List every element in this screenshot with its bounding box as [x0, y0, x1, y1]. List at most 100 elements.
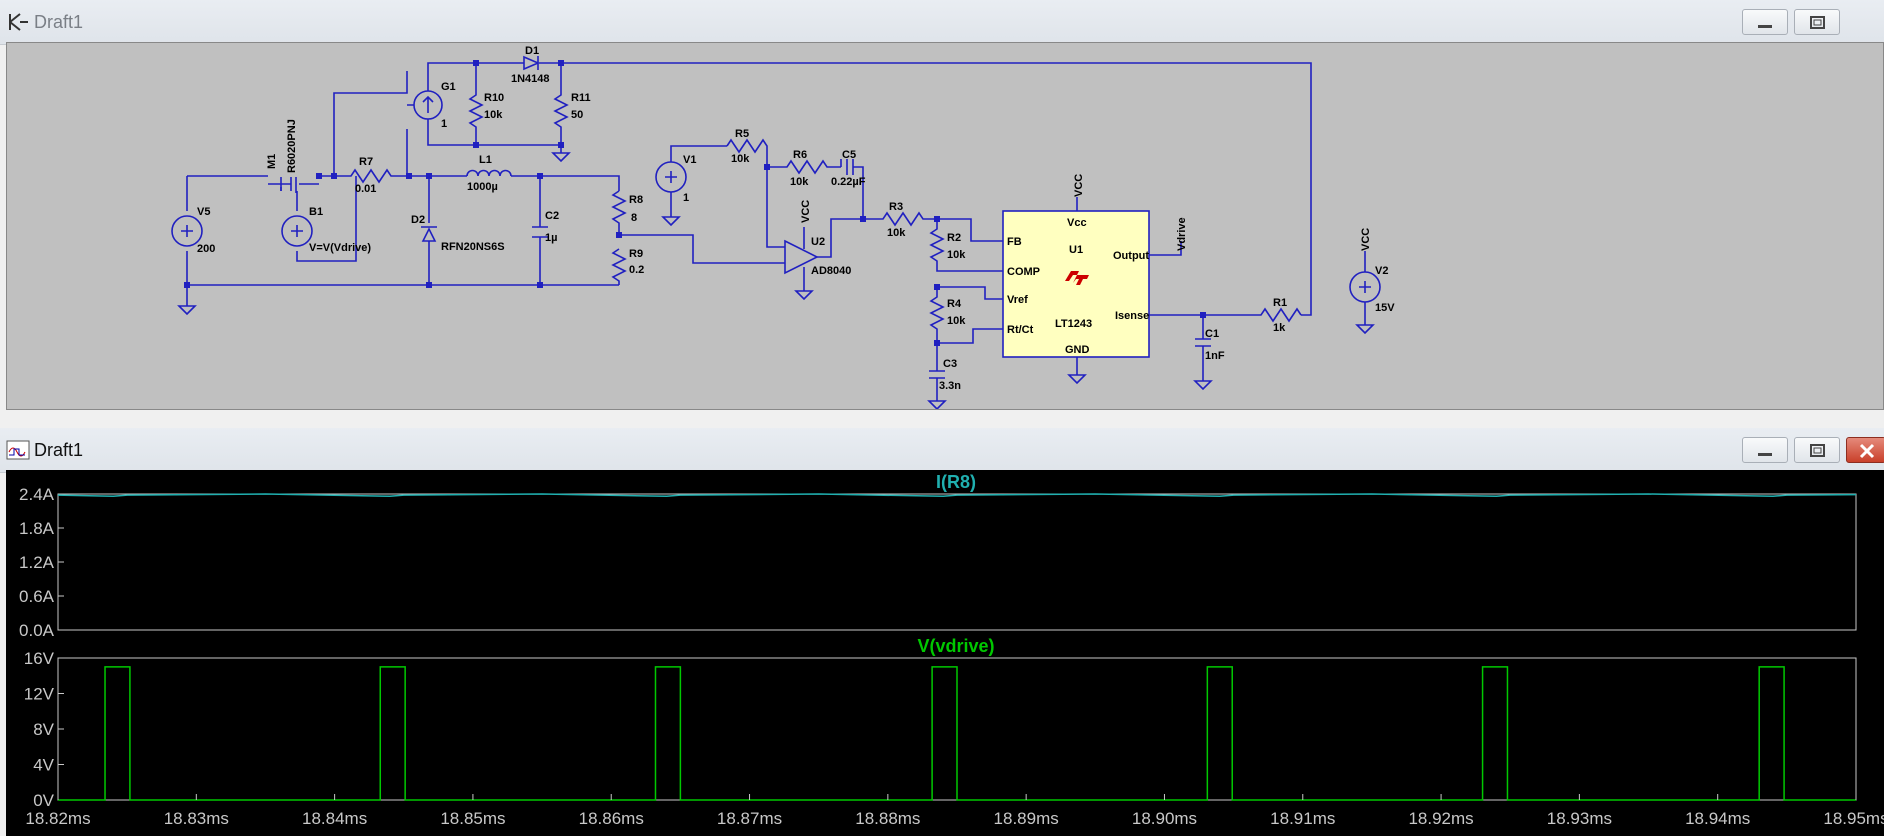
- x-tick-label: 18.86ms: [579, 809, 644, 828]
- r4-value: 10k: [947, 315, 966, 327]
- r3-name: R3: [889, 201, 903, 213]
- v1-name: V1: [683, 154, 696, 166]
- r8-name: R8: [629, 194, 643, 206]
- v1-value: 1: [683, 192, 689, 204]
- m1-value: R6020PNJ: [286, 119, 298, 173]
- series-line-v-vdrive: [58, 666, 1856, 801]
- waveform-titlebar[interactable]: Draft1: [0, 428, 1884, 473]
- u1-vcc-net: VCC: [1073, 174, 1085, 197]
- d1-name: D1: [525, 45, 539, 57]
- c3-value: 3.3n: [939, 380, 961, 392]
- schematic-titlebar[interactable]: Draft1: [0, 0, 1884, 45]
- r9-value: 0.2: [629, 264, 644, 276]
- x-tick-label: 18.92ms: [1408, 809, 1473, 828]
- c3-name: C3: [943, 358, 957, 370]
- y-tick-label: 0.6A: [19, 587, 55, 606]
- y-tick-label: 0.0A: [19, 621, 55, 640]
- x-tick-label: 18.90ms: [1132, 809, 1197, 828]
- schematic-window-title: Draft1: [34, 12, 84, 32]
- r6-value: 10k: [790, 176, 809, 188]
- r2-name: R2: [947, 232, 961, 244]
- u1-output-pin: Output: [1113, 250, 1149, 262]
- b1-name: B1: [309, 206, 323, 218]
- m1-name: M1: [266, 154, 278, 169]
- l1-value: 1000µ: [467, 181, 498, 193]
- r10-value: 10k: [484, 109, 503, 121]
- x-tick-label: 18.91ms: [1270, 809, 1335, 828]
- c1-name: C1: [1205, 328, 1219, 340]
- x-tick-label: 18.95ms: [1823, 809, 1884, 828]
- r5-value: 10k: [731, 153, 750, 165]
- plot-pane-frame: [57, 493, 1857, 631]
- x-tick-label: 18.87ms: [717, 809, 782, 828]
- r6-name: R6: [793, 149, 807, 161]
- r2-value: 10k: [947, 249, 966, 261]
- c2-name: C2: [545, 210, 559, 222]
- x-tick-label: 18.83ms: [164, 809, 229, 828]
- schematic-canvas[interactable]: V5 200 M1 R6020PNJ B1 V=V(Vdrive) R7 0.0…: [6, 42, 1884, 410]
- g1-name: G1: [441, 81, 456, 93]
- y-tick-label: 16V: [24, 649, 55, 668]
- x-tick-label: 18.89ms: [994, 809, 1059, 828]
- d2-name: D2: [411, 214, 425, 226]
- close-icon: [1859, 443, 1875, 459]
- lt-logo-icon: [1065, 271, 1089, 285]
- r8-value: 8: [631, 212, 637, 224]
- r4-name: R4: [947, 298, 962, 310]
- vdrive-net-label: Vdrive: [1176, 217, 1188, 251]
- u1-fb-pin: FB: [1007, 236, 1022, 248]
- v2-name: V2: [1375, 265, 1388, 277]
- r3-value: 10k: [887, 227, 906, 239]
- y-tick-label: 2.4A: [19, 485, 55, 504]
- minimize-button[interactable]: [1742, 437, 1788, 463]
- transistor-icon: [9, 13, 28, 31]
- schematic-window: Draft1: [0, 0, 1884, 414]
- r7-value: 0.01: [355, 183, 376, 195]
- x-tick-label: 18.85ms: [440, 809, 505, 828]
- x-tick-label: 18.93ms: [1547, 809, 1612, 828]
- maximize-button[interactable]: [1794, 9, 1840, 35]
- b1-value: V=V(Vdrive): [309, 242, 371, 254]
- c1-value: 1nF: [1205, 350, 1225, 362]
- u1-part: LT1243: [1055, 318, 1092, 330]
- u1-name: U1: [1069, 244, 1083, 256]
- c5-name: C5: [842, 149, 856, 161]
- u1-vcc-pin: Vcc: [1067, 217, 1087, 229]
- waveform-window-title: Draft1: [34, 440, 84, 460]
- y-tick-label: 8V: [33, 720, 54, 739]
- y-tick-label: 4V: [33, 756, 54, 775]
- close-button[interactable]: [1846, 437, 1884, 463]
- x-tick-label: 18.94ms: [1685, 809, 1750, 828]
- c2-value: 1µ: [545, 232, 557, 244]
- g1-value: 1: [441, 118, 447, 130]
- v5-name: V5: [197, 206, 210, 218]
- y-tick-label: 0V: [33, 791, 54, 810]
- r11-value: 50: [571, 109, 583, 121]
- x-tick-label: 18.82ms: [25, 809, 90, 828]
- y-tick-label: 1.2A: [19, 553, 55, 572]
- l1-name: L1: [479, 154, 492, 166]
- u2-vcc-label: VCC: [800, 200, 812, 223]
- v5-value: 200: [197, 243, 215, 255]
- v2-value: 15V: [1375, 302, 1395, 314]
- d1-value: 1N4148: [511, 73, 550, 85]
- r1-name: R1: [1273, 297, 1287, 309]
- minimize-button[interactable]: [1742, 9, 1788, 35]
- lt1243-ic-body: [1002, 210, 1150, 358]
- u2-name: U2: [811, 236, 825, 248]
- series-line-i-r8: [57, 493, 1857, 498]
- y-tick-label: 12V: [24, 685, 55, 704]
- r7-name: R7: [359, 156, 373, 168]
- waveform-chart[interactable]: I(R8)2.4A1.8A1.2A0.6A0.0AV(vdrive)16V12V…: [6, 470, 1884, 836]
- r1-value: 1k: [1273, 322, 1286, 334]
- u2-value: AD8040: [811, 265, 851, 277]
- u1-vref-pin: Vref: [1007, 294, 1028, 306]
- u1-isense-pin: Isense: [1115, 310, 1149, 322]
- x-tick-label: 18.88ms: [855, 809, 920, 828]
- u1-rtct-pin: Rt/Ct: [1007, 324, 1034, 336]
- r5-name: R5: [735, 128, 749, 140]
- r11-name: R11: [571, 92, 591, 104]
- maximize-button[interactable]: [1794, 437, 1840, 463]
- r10-name: R10: [484, 92, 504, 104]
